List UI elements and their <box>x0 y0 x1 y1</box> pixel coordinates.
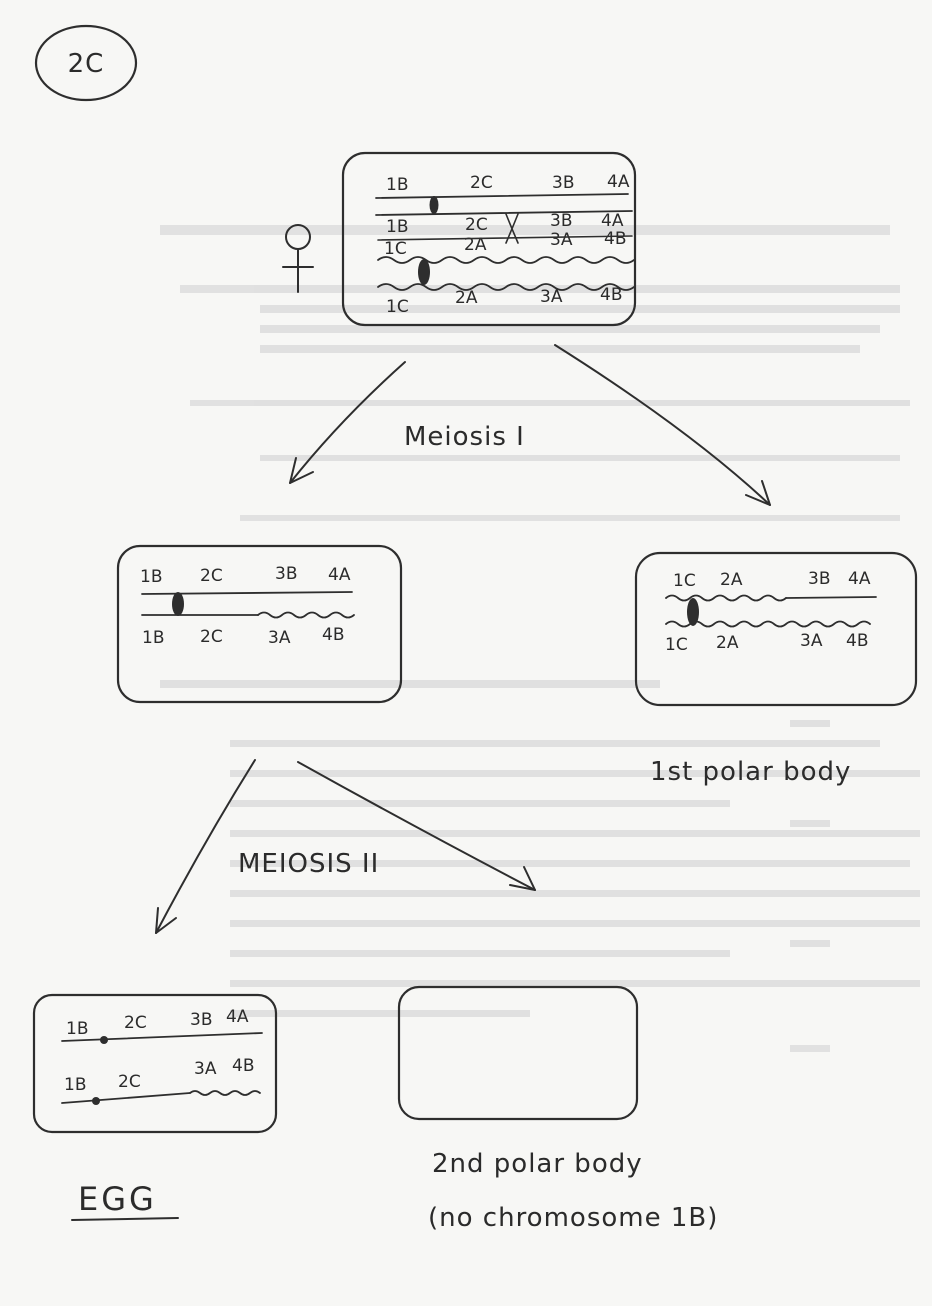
egg-label: 2C <box>118 1072 141 1092</box>
parent-label: 3A <box>550 230 573 250</box>
meiosis-1-label: Meiosis I <box>404 422 525 452</box>
parent-row-4-labels: 1C 2A 3A 4B <box>386 285 622 317</box>
polar1-row-2-labels: 1C 2A 3A 4B <box>665 631 868 655</box>
oocyte-label: 4B <box>322 625 344 645</box>
parent-cell: 1B 2C 3B 4A 1B 2C 3B 4A 1C 2A 3A 4B <box>341 151 637 327</box>
arrow-to-second-polar-body <box>297 761 536 891</box>
female-symbol-icon <box>282 224 314 293</box>
arrow-to-secondary-oocyte <box>289 361 406 484</box>
second-polar-body-caption-line-2: (no chromosome 1B) <box>428 1203 718 1233</box>
secondary-oocyte-cell: 1B 2C 3B 4A 1B 2C 3A 4B <box>116 544 403 704</box>
parent-label: 4B <box>600 285 622 305</box>
parent-label: 1B <box>386 175 408 195</box>
polar1-label: 2A <box>716 633 739 653</box>
parent-row-3-labels: 1C 2A 3A 4B <box>384 229 626 259</box>
polar1-row-1-labels: 1C 2A 3B 4A <box>673 569 871 591</box>
first-polar-body-cell: 1C 2A 3B 4A 1C 2A 3A 4B <box>634 551 918 707</box>
egg-label: 3B <box>190 1010 212 1030</box>
oocyte-label: 3A <box>268 628 291 648</box>
polar1-label: 1C <box>673 571 696 591</box>
egg-caption: EGG <box>78 1180 157 1218</box>
egg-label: 4B <box>232 1056 254 1076</box>
first-polar-body-caption: 1st polar body <box>650 757 851 787</box>
polar1-label: 1C <box>665 635 688 655</box>
title-circle: 2C <box>34 24 138 102</box>
arrow-to-egg <box>155 759 256 934</box>
parent-row-1-labels: 1B 2C 3B 4A <box>386 172 630 195</box>
oocyte-label: 2C <box>200 566 223 586</box>
egg-label: 1B <box>66 1019 88 1039</box>
second-polar-body-caption-line-1: 2nd polar body <box>432 1149 643 1179</box>
polar1-label: 2A <box>720 570 743 590</box>
egg-label: 4A <box>226 1007 249 1027</box>
parent-label: 4A <box>607 172 630 192</box>
polar1-label: 3A <box>800 631 823 651</box>
parent-label: 3B <box>550 211 572 231</box>
parent-label: 2C <box>470 173 493 193</box>
parent-label: 4A <box>601 211 624 231</box>
parent-label: 3B <box>552 173 574 193</box>
oocyte-label: 1B <box>140 567 162 587</box>
title-circle-text: 2C <box>68 49 105 79</box>
polar1-label: 3B <box>808 569 830 589</box>
parent-label: 2A <box>455 288 478 308</box>
parent-label: 1B <box>386 217 408 237</box>
arrow-to-first-polar-body <box>554 344 771 506</box>
egg-label: 3A <box>194 1059 217 1079</box>
parent-label: 3A <box>540 287 563 307</box>
oocyte-row-1-labels: 1B 2C 3B 4A <box>140 564 351 587</box>
second-polar-body-cell <box>397 985 639 1121</box>
parent-label: 4B <box>604 229 626 249</box>
parent-label: 2A <box>464 235 487 255</box>
polar1-label: 4A <box>848 569 871 589</box>
egg-row-1-labels: 1B 2C 3B 4A <box>66 1007 249 1039</box>
egg-label: 1B <box>64 1075 86 1095</box>
oocyte-label: 4A <box>328 565 351 585</box>
parent-row-2-labels: 1B 2C 3B 4A <box>386 211 624 237</box>
oocyte-label: 1B <box>142 628 164 648</box>
oocyte-label: 2C <box>200 627 223 647</box>
parent-label: 1C <box>386 297 409 317</box>
parent-label: 1C <box>384 239 407 259</box>
egg-row-2-labels: 1B 2C 3A 4B <box>64 1056 254 1095</box>
parent-label: 2C <box>465 215 488 235</box>
oocyte-label: 3B <box>275 564 297 584</box>
meiosis-2-label: MEIOSIS II <box>238 849 379 879</box>
egg-cell: 1B 2C 3B 4A 1B 2C 3A 4B <box>32 993 278 1134</box>
polar1-label: 4B <box>846 631 868 651</box>
oocyte-row-2-labels: 1B 2C 3A 4B <box>142 625 344 648</box>
egg-label: 2C <box>124 1013 147 1033</box>
